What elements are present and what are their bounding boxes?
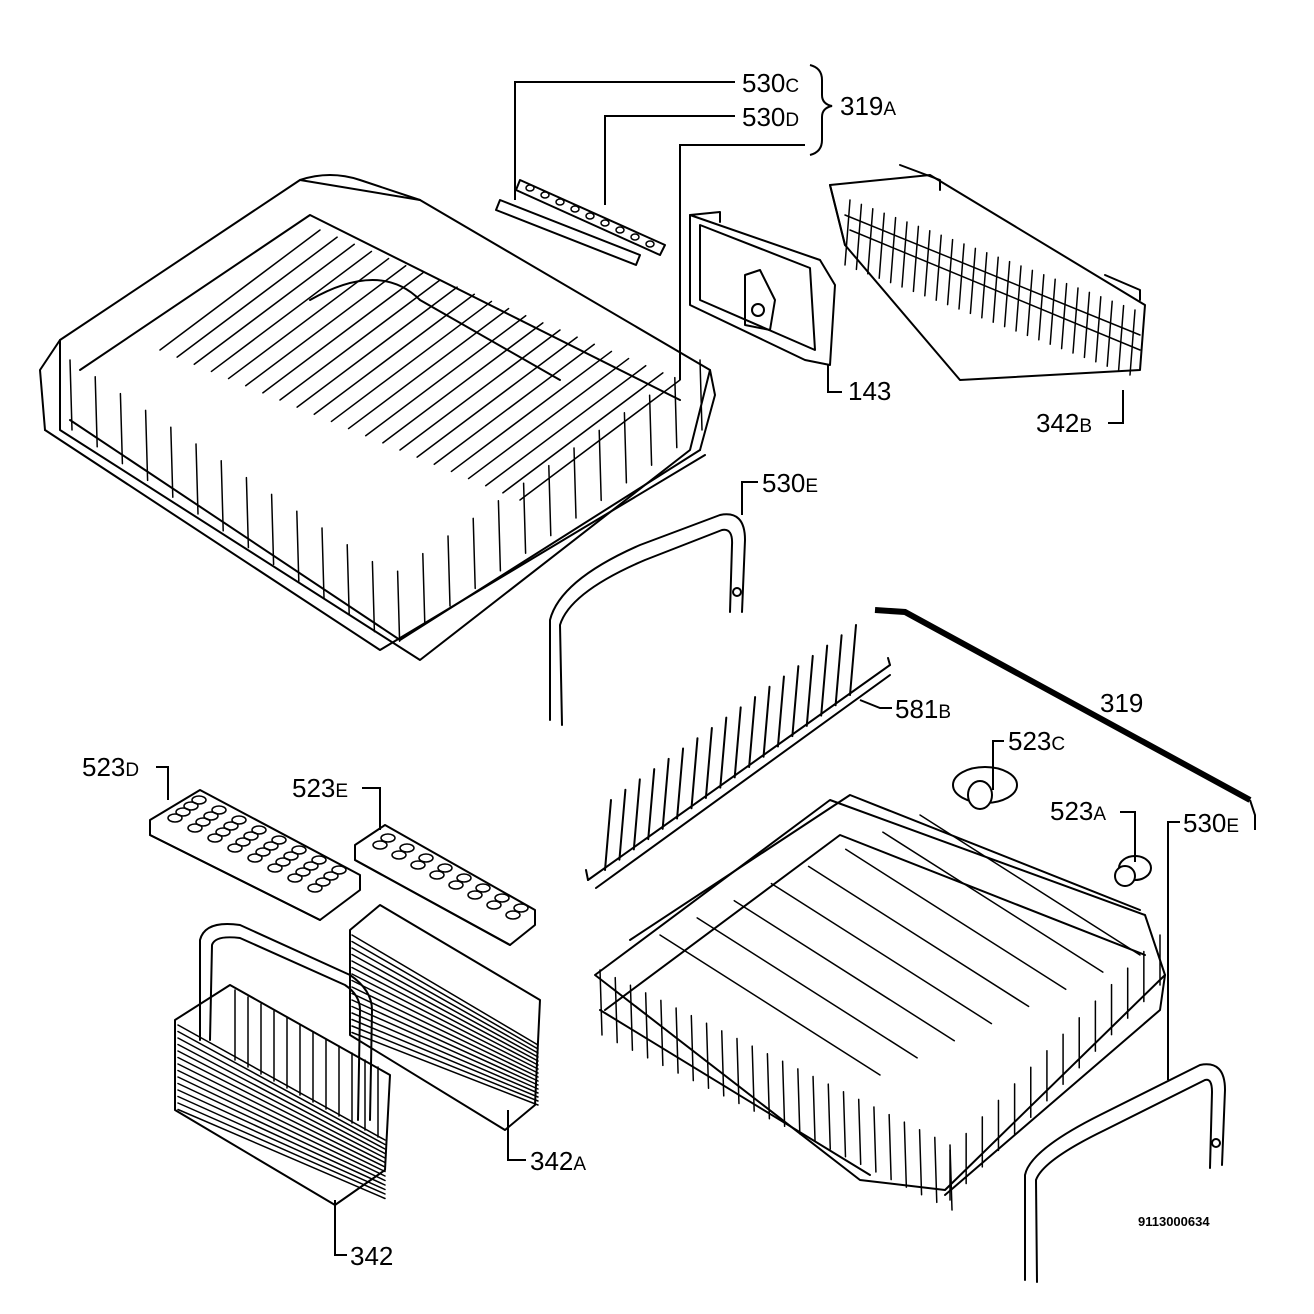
rail-530e-lower-drawing	[1024, 1063, 1226, 1283]
label-342: 342	[350, 1241, 393, 1271]
wheel-523c-drawing	[952, 766, 1018, 810]
lower-basket-drawing	[594, 794, 1166, 1211]
label-581b: 581B	[895, 694, 951, 724]
label-523e: 523E	[292, 773, 348, 803]
label-523c: 523C	[1008, 726, 1065, 756]
rail-530c-drawing	[495, 179, 666, 266]
basket-342-drawing	[174, 923, 391, 1206]
grid-523e-drawing	[354, 824, 536, 946]
leader-lines	[156, 64, 1256, 1256]
drawing-code: 9113000634	[1138, 1214, 1210, 1229]
label-342b: 342B	[1036, 408, 1092, 438]
label-143: 143	[848, 376, 891, 406]
tine-row-581b-drawing	[585, 624, 891, 889]
label-319: 319	[1100, 688, 1143, 718]
label-530e-upper: 530E	[762, 468, 818, 498]
tray-342b-drawing	[829, 164, 1146, 381]
basket-342a-drawing	[349, 904, 541, 1131]
rail-530e-upper-drawing	[549, 513, 746, 726]
bracket-143-drawing	[689, 211, 836, 366]
label-530d: 530D	[742, 102, 799, 132]
label-530e-lower: 530E	[1183, 808, 1239, 838]
upper-basket-drawing	[39, 174, 716, 661]
grid-523d-drawing	[149, 789, 361, 921]
label-523a: 523A	[1050, 796, 1106, 826]
label-523d: 523D	[82, 752, 139, 782]
label-530c: 530C	[742, 68, 799, 98]
label-342a: 342A	[530, 1146, 586, 1176]
label-319a: 319A	[840, 91, 896, 121]
wheel-523a-drawing	[1114, 855, 1152, 887]
